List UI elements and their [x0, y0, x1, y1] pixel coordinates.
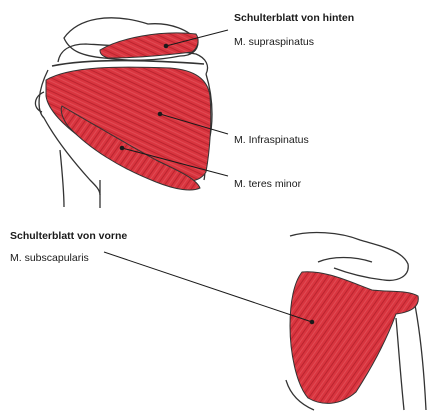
supraspinatus-muscle — [100, 33, 198, 58]
label-supraspinatus: M. supraspinatus — [234, 36, 314, 48]
front-humerus-right — [414, 300, 426, 410]
front-coracoid-outline — [318, 258, 372, 263]
label-infraspinatus: M. Infraspinatus — [234, 134, 309, 146]
label-teres-minor: M. teres minor — [234, 178, 301, 190]
leader-lines-front — [104, 252, 314, 324]
subscapularis-muscle — [290, 272, 418, 404]
front-view-title: Schulterblatt von vorne — [10, 230, 127, 242]
leader-subscapularis — [104, 252, 312, 322]
scapula-spine — [52, 61, 204, 67]
front-humerus-left — [396, 318, 404, 410]
back-view-title: Schulterblatt von hinten — [234, 12, 354, 24]
humerus-line-left — [60, 150, 64, 207]
label-subscapularis: M. subscapularis — [10, 252, 89, 264]
